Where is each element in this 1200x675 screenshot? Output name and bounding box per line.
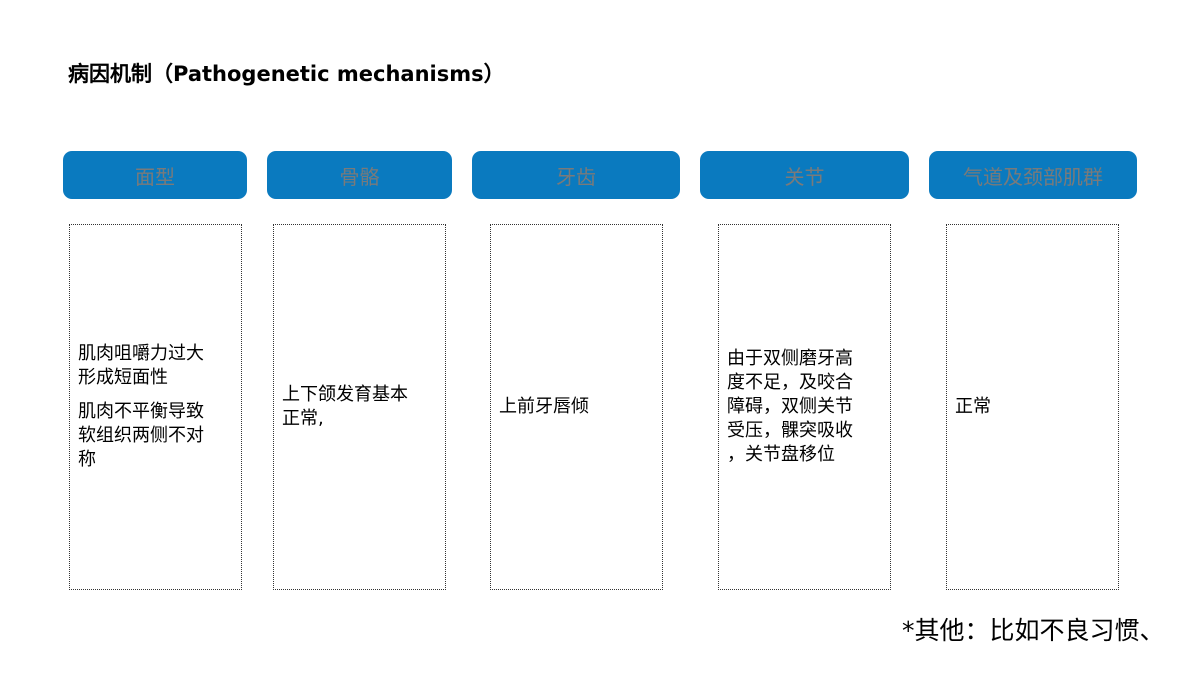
header-label: 关节 xyxy=(784,164,825,189)
page-title: 病因机制（Pathogenetic mechanisms） xyxy=(68,62,505,86)
header-face-type: 面型 xyxy=(63,151,247,199)
footnote: *其他：比如不良习惯、 xyxy=(902,616,1165,645)
text-line: 上下颌发育基本 xyxy=(282,384,408,405)
text-line: 度不足，及咬合 xyxy=(727,372,853,393)
header-joint: 关节 xyxy=(700,151,909,199)
text-line: 软组织两侧不对 xyxy=(78,425,204,446)
text-line: 受压，髁突吸收 xyxy=(727,420,853,441)
paragraph: 上前牙唇倾 xyxy=(499,395,654,419)
paragraph: 正常 xyxy=(955,395,1110,419)
header-airway-neck-muscles: 气道及颈部肌群 xyxy=(929,151,1137,199)
header-skeleton: 骨骼 xyxy=(267,151,452,199)
text-line: 上前牙唇倾 xyxy=(499,396,589,417)
header-label: 骨骼 xyxy=(339,164,380,189)
text-line: 由于双侧磨牙高 xyxy=(727,348,853,369)
text-line: 正常 xyxy=(955,396,991,417)
paragraph: 肌肉不平衡导致 软组织两侧不对 称 xyxy=(78,400,233,472)
text-line: ，关节盘移位 xyxy=(727,444,835,465)
paragraph: 上下颌发育基本 正常, xyxy=(282,383,437,431)
text-line: 称 xyxy=(78,449,96,470)
header-teeth: 牙齿 xyxy=(472,151,680,199)
content-box-face-type: 肌肉咀嚼力过大 形成短面性 肌肉不平衡导致 软组织两侧不对 称 xyxy=(69,224,242,590)
header-label: 气道及颈部肌群 xyxy=(963,164,1103,189)
text-line: 肌肉咀嚼力过大 xyxy=(78,343,204,364)
text-line: 形成短面性 xyxy=(78,367,168,388)
header-label: 牙齿 xyxy=(556,164,596,189)
paragraph: 肌肉咀嚼力过大 形成短面性 xyxy=(78,342,233,390)
content-box-joint: 由于双侧磨牙高 度不足，及咬合 障碍，双侧关节 受压，髁突吸收 ，关节盘移位 xyxy=(718,224,891,590)
content-box-skeleton: 上下颌发育基本 正常, xyxy=(273,224,446,590)
content-box-airway-neck-muscles: 正常 xyxy=(946,224,1119,590)
text-line: 正常, xyxy=(282,408,324,429)
text-line: 障碍，双侧关节 xyxy=(727,396,853,417)
paragraph: 由于双侧磨牙高 度不足，及咬合 障碍，双侧关节 受压，髁突吸收 ，关节盘移位 xyxy=(727,347,882,467)
content-box-teeth: 上前牙唇倾 xyxy=(490,224,663,590)
text-line: 肌肉不平衡导致 xyxy=(78,401,204,422)
header-label: 面型 xyxy=(135,164,175,189)
